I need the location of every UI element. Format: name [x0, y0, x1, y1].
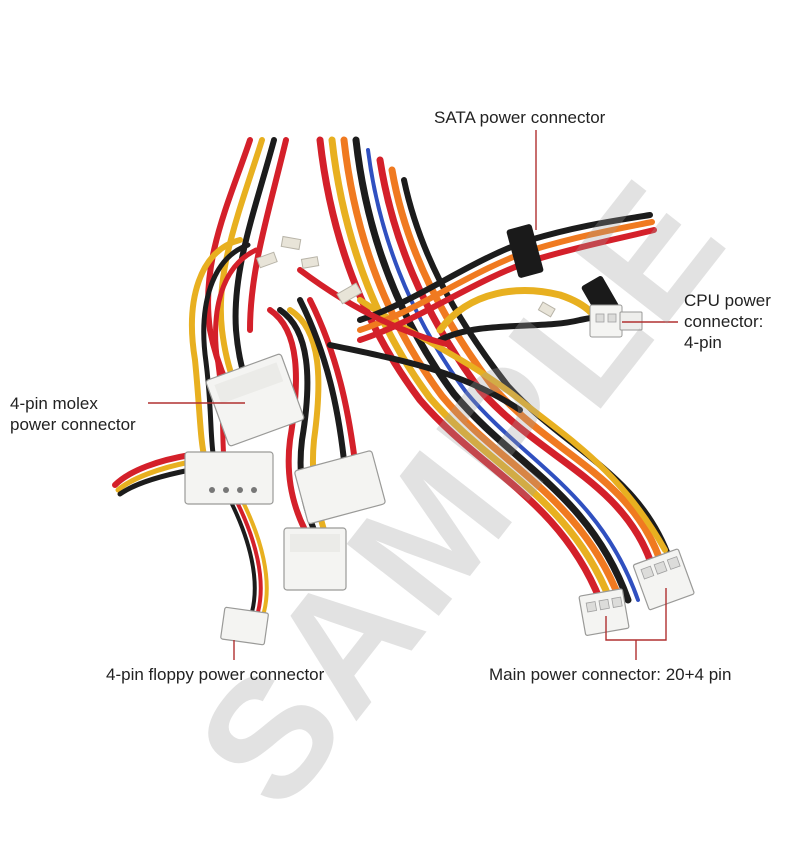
- molex-connector: [283, 527, 347, 591]
- cpu-label-line: CPU power: [684, 291, 771, 310]
- wire-blue: [366, 148, 640, 602]
- molex-label-line: power connector: [10, 415, 136, 434]
- wire-yellow: [115, 459, 193, 493]
- wire-red: [234, 498, 263, 614]
- wire-red: [307, 297, 359, 473]
- wire-black: [327, 342, 523, 413]
- wire-yellow: [328, 136, 614, 604]
- leader-lines: [148, 130, 678, 660]
- molex-label-line: 4-pin molex: [10, 394, 98, 413]
- sata-label-text: SATA power connector: [434, 108, 606, 127]
- wire-yellow: [189, 237, 243, 463]
- molex-connector: [205, 353, 305, 447]
- sata-label: SATA power connector: [434, 107, 605, 128]
- wire-red: [112, 452, 193, 488]
- wire-black: [352, 136, 632, 604]
- wire-bundle: [112, 136, 673, 614]
- wire-orange: [388, 166, 664, 564]
- cpu-label: CPU power connector: 4-pin: [684, 290, 771, 353]
- wire-black: [117, 467, 193, 497]
- connectors: [184, 224, 695, 646]
- wire-yellow: [240, 498, 269, 614]
- wire-red: [213, 247, 259, 463]
- wire-black: [201, 242, 251, 463]
- wire-orange: [340, 136, 624, 604]
- sata-connector: [506, 224, 544, 278]
- cpu-label-line: 4-pin: [684, 333, 722, 352]
- wire-black: [297, 297, 348, 473]
- cpu-connector: [589, 304, 643, 338]
- wire-red: [316, 136, 604, 604]
- wire-red: [297, 267, 453, 348]
- cable-illustration: [112, 130, 695, 660]
- molex-connector: [294, 450, 386, 525]
- molex-connector: [184, 451, 274, 505]
- floppy-label-text: 4-pin floppy power connector: [106, 665, 325, 684]
- main-label-text: Main power connector: 20+4 pin: [489, 665, 732, 684]
- wire-red: [267, 307, 308, 533]
- molex-label: 4-pin molex power connector: [10, 393, 136, 435]
- main-connector-20pin: [632, 548, 695, 611]
- floppy-label: 4-pin floppy power connector: [106, 664, 324, 685]
- cpu-label-line: connector:: [684, 312, 764, 331]
- wire-black: [228, 498, 257, 614]
- main-connector-4pin: [578, 588, 630, 636]
- main-label: Main power connector: 20+4 pin: [489, 664, 731, 685]
- zip-ties: [256, 235, 556, 318]
- psu-cable-diagram: SAMPLE SATA power connector CPU power co…: [10, 107, 771, 840]
- floppy-connector: [220, 606, 269, 646]
- wire-red: [247, 137, 289, 333]
